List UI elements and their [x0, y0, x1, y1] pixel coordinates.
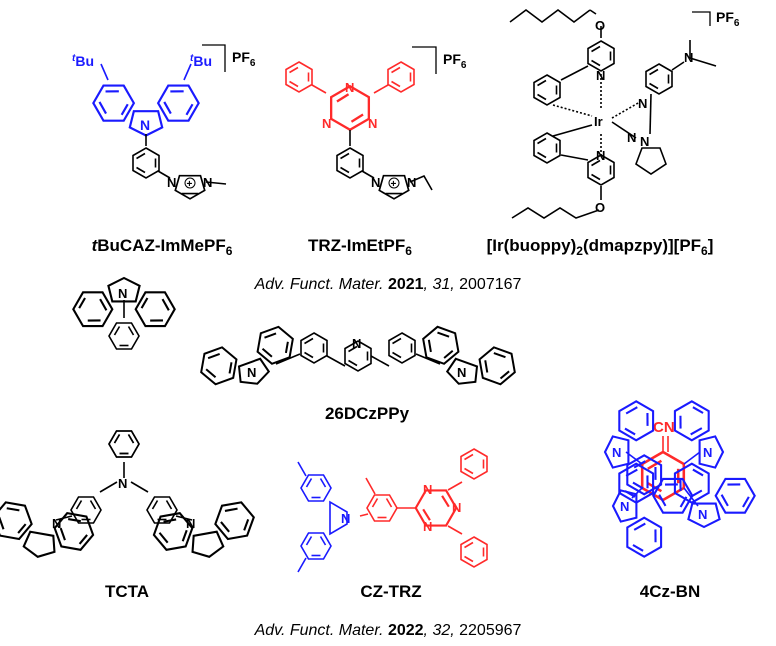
label-tcta-text: TCTA: [104, 582, 150, 601]
cation-plus: +: [391, 179, 397, 190]
tcta-n-center: N: [118, 476, 127, 491]
label-ir: [Ir(buoppy)2(dmapzpy)][PF6]: [487, 236, 714, 258]
cbz-n-4: N: [698, 507, 707, 522]
citation-2021-volume: 31: [432, 276, 451, 293]
citation-2021-article: 2007167: [459, 276, 522, 293]
cbz-n-2: N: [703, 445, 712, 460]
tbu-right-label: tBu: [190, 53, 212, 69]
molecule-26dczppy: N N N: [188, 314, 527, 402]
molecule-trz-imetpf6: N N N N N + PF6: [285, 46, 467, 200]
label-4czbn: 4Cz-BN: [640, 582, 700, 602]
label-ir-sub2: 6: [701, 244, 708, 258]
label-26dczppy: 26DCzPPy: [325, 404, 409, 424]
label-tbucaz-sub: 6: [225, 244, 233, 258]
citation-2022-journal: Adv. Funct. Mater.: [254, 622, 384, 639]
label-tbucaz-prefix: t: [91, 236, 98, 255]
n-atom-bipy: N: [638, 96, 647, 111]
tbu-left-label: tBu: [72, 53, 94, 69]
cation-plus: +: [187, 179, 193, 190]
pyridine-n-atom: N: [352, 336, 361, 351]
carbazole-n-atom: N: [140, 117, 150, 133]
label-trz-imet-sub: 6: [405, 244, 412, 258]
molecule-cz-trz: N N N N: [297, 448, 488, 573]
label-tbucaz: tBuCAZ-ImMePF6: [92, 236, 233, 258]
n-atom-dmap: N: [684, 50, 693, 65]
label-cztrz-text: CZ-TRZ: [360, 582, 422, 601]
trz-n1: N: [423, 482, 432, 497]
trz-n3: N: [368, 116, 377, 131]
tcta-n-right: N: [186, 516, 195, 531]
counterion-pf6: PF6: [232, 49, 256, 69]
cz-n-atom: N: [341, 511, 350, 526]
trz-n1: N: [345, 80, 354, 95]
n-atom-pz2: N: [627, 130, 636, 145]
cn-label: CN: [653, 419, 675, 436]
trz-n3: N: [452, 500, 461, 515]
carbazole-unit: tBu tBu N: [72, 53, 212, 136]
ir-center: Ir: [594, 114, 603, 129]
citation-2022-volume: 32: [432, 622, 451, 639]
tcta-n-left: N: [52, 516, 61, 531]
tcta-n-top: N: [118, 286, 127, 301]
label-trz-imet: TRZ-ImEtPF6: [308, 236, 412, 258]
molecule-4cz-bn: CN N N N N: [605, 396, 760, 561]
bracket-icon: [692, 11, 711, 26]
triazine-unit: N N N: [285, 61, 415, 131]
label-tbucaz-main: BuCAZ-ImMePF: [97, 236, 226, 255]
cz-n-left: N: [247, 365, 256, 380]
citation-2022-year: 2022: [387, 622, 424, 639]
n-atom-pyr-top: N: [596, 68, 605, 83]
citation-2021: Adv. Funct. Mater. 2021, 31, 2007167: [254, 276, 522, 293]
imid-n3: N: [407, 175, 416, 190]
molecule-ir-complex: [509, 9, 717, 219]
label-ir-b: (dmapzpy)][PF: [582, 236, 702, 255]
imid-n1: N: [371, 175, 380, 190]
label-tcta: TCTA: [105, 582, 149, 602]
label-trz-imet-main: TRZ-ImEtPF: [308, 236, 406, 255]
cbz-n-1: N: [612, 445, 621, 460]
label-4czbn-text: 4Cz-BN: [639, 582, 701, 601]
citation-2021-journal: Adv. Funct. Mater.: [254, 276, 384, 293]
cation-charge-icon: [388, 177, 400, 189]
label-ir-c: ]: [707, 236, 714, 255]
molecule-tcta: N N N N: [0, 278, 264, 566]
molecule-tbucaz-immepf6: tBu tBu N N N + PF6: [72, 44, 256, 200]
cbz-n-3: N: [620, 499, 629, 514]
n-atom-pyr-bottom: N: [596, 148, 605, 163]
imid-n1: N: [167, 175, 176, 190]
counterion-pf6: PF6: [443, 51, 467, 71]
cz-n-right: N: [457, 365, 466, 380]
o-atom-bottom: O: [595, 200, 605, 215]
citation-2021-year: 2021: [387, 276, 424, 293]
imid-n3: N: [203, 175, 212, 190]
n-atom-pz1: N: [640, 134, 649, 149]
ir-atom-labels: O O N Ir N N N N N PF6: [594, 9, 740, 215]
counterion-pf6: PF6: [716, 9, 740, 29]
o-atom-top: O: [595, 18, 605, 33]
trz-n2: N: [322, 116, 331, 131]
citation-2022-article: 2205967: [459, 622, 522, 639]
citation-2022: Adv. Funct. Mater. 2022, 32, 2205967: [254, 622, 522, 639]
label-ir-sub1: 2: [576, 244, 583, 258]
bracket-icon: [412, 46, 437, 74]
label-ir-a: [Ir(buoppy): [486, 236, 577, 255]
bracket-icon: [202, 44, 226, 72]
label-cztrz: CZ-TRZ: [360, 582, 421, 602]
label-26dczppy-text: 26DCzPPy: [324, 404, 410, 423]
cation-charge-icon: [184, 177, 196, 189]
trz-n2: N: [423, 519, 432, 534]
